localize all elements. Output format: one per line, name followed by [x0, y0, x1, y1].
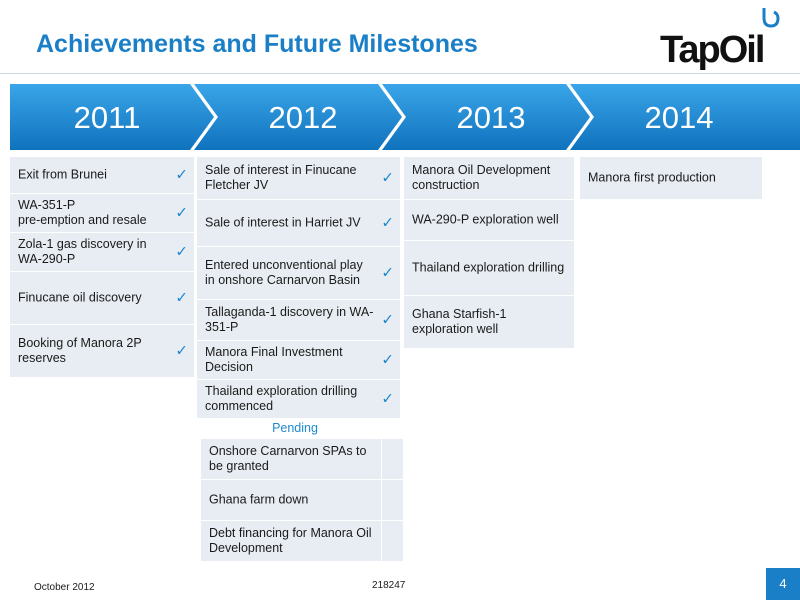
milestone-text: Sale of interest in Harriet JV [205, 215, 361, 230]
page-number: 4 [766, 568, 800, 600]
checkmark-icon: ✓ [381, 264, 394, 282]
pending-label: Pending [272, 421, 318, 435]
milestone-2014-item: Manora first production [580, 157, 762, 199]
checkmark-icon: ✓ [175, 342, 188, 360]
year-2013: 2013 [456, 100, 526, 135]
milestone-2011-item: WA-351-P pre-emption and resale ✓ [10, 194, 194, 232]
milestone-2012-item: Entered unconventional play in onshore C… [197, 247, 400, 299]
milestone-2013-item: Manora Oil Development construction [404, 157, 574, 199]
footer-date: October 2012 [34, 582, 95, 593]
pending-text: Ghana farm down [209, 492, 309, 507]
logo-text: TapOil [660, 29, 765, 71]
pending-item: Ghana farm down [201, 480, 403, 520]
checkmark-icon: ✓ [381, 390, 394, 408]
milestone-2012-item: Sale of interest in Harriet JV ✓ [197, 200, 400, 246]
empty-checkbox [381, 439, 403, 479]
checkmark-icon: ✓ [381, 214, 394, 232]
header-divider [0, 73, 800, 74]
milestone-text: Thailand exploration drilling commenced [205, 384, 358, 413]
milestone-text: Manora Oil Development construction [412, 163, 551, 192]
milestone-text: Sale of interest in Finucane Fletcher JV [205, 163, 357, 192]
milestone-text: Ghana Starfish-1 exploration well [412, 307, 507, 336]
pending-text: Onshore Carnarvon SPAs to be granted [209, 444, 367, 473]
checkmark-icon: ✓ [381, 311, 394, 329]
milestone-2011-item: Finucane oil discovery ✓ [10, 272, 194, 324]
checkmark-icon: ✓ [175, 204, 188, 222]
milestone-2012-item: Sale of interest in Finucane Fletcher JV… [197, 157, 400, 199]
milestone-text: Thailand exploration drilling [412, 260, 565, 275]
milestone-2011-item: Exit from Brunei ✓ [10, 157, 194, 193]
milestone-text: WA-290-P exploration well [412, 212, 559, 227]
milestone-2011-item: Booking of Manora 2P reserves ✓ [10, 325, 194, 377]
checkmark-icon: ✓ [175, 289, 188, 307]
year-2012: 2012 [268, 100, 338, 135]
timeline-arrow-2012 [194, 84, 402, 150]
checkmark-icon: ✓ [175, 243, 188, 261]
empty-checkbox [381, 521, 403, 561]
milestone-text: Exit from Brunei [18, 167, 107, 182]
milestone-text: WA-351-P pre-emption and resale [18, 198, 147, 227]
milestone-text: Manora first production [588, 170, 716, 185]
milestone-text: Manora Final Investment Decision [205, 345, 343, 374]
footer-code: 218247 [372, 580, 406, 591]
timeline-arrow-2013 [382, 84, 590, 150]
checkmark-icon: ✓ [381, 169, 394, 187]
milestone-text: Tallaganda-1 discovery in WA-351-P [205, 305, 374, 334]
milestone-2012-item: Tallaganda-1 discovery in WA-351-P ✓ [197, 300, 400, 340]
milestone-2013-item: Ghana Starfish-1 exploration well [404, 296, 574, 348]
oil-drop-icon [762, 8, 780, 28]
year-2011: 2011 [73, 100, 141, 135]
checkmark-icon: ✓ [175, 166, 188, 184]
year-timeline [10, 84, 800, 150]
milestone-text: Finucane oil discovery [18, 290, 142, 305]
milestone-text: Entered unconventional play in onshore C… [205, 258, 363, 287]
milestone-2011-item: Zola-1 gas discovery in WA-290-P ✓ [10, 233, 194, 271]
tap-oil-logo: TapOil [660, 6, 790, 76]
milestone-2013-item: WA-290-P exploration well [404, 200, 574, 240]
pending-item: Debt financing for Manora Oil Developmen… [201, 521, 403, 561]
empty-checkbox [381, 480, 403, 520]
milestone-text: Zola-1 gas discovery in WA-290-P [18, 237, 147, 266]
timeline-arrow-2014 [570, 84, 800, 150]
year-2014: 2014 [644, 100, 714, 135]
checkmark-icon: ✓ [381, 351, 394, 369]
pending-text: Debt financing for Manora Oil Developmen… [209, 526, 372, 555]
timeline-arrow-2011 [10, 84, 214, 150]
milestone-text: Booking of Manora 2P reserves [18, 336, 142, 365]
pending-item: Onshore Carnarvon SPAs to be granted [201, 439, 403, 479]
milestone-2012-item: Manora Final Investment Decision ✓ [197, 341, 400, 379]
milestone-2012-item: Thailand exploration drilling commenced … [197, 380, 400, 418]
milestone-2013-item: Thailand exploration drilling [404, 241, 574, 295]
page-title: Achievements and Future Milestones [36, 30, 478, 58]
